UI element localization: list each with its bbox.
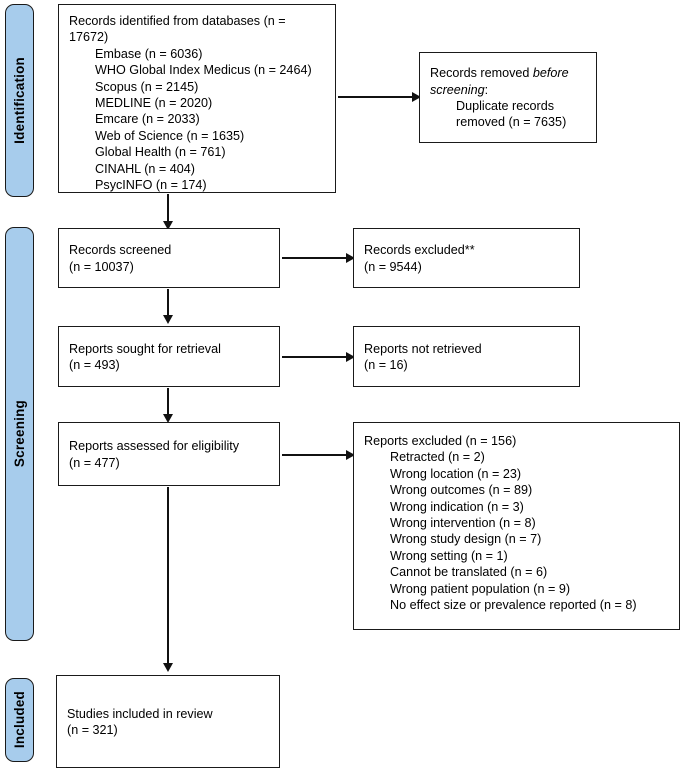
records-screened-heading: Records screened	[69, 243, 172, 258]
source-global-health: Global Health (n = 761)	[95, 145, 226, 160]
source-cinahl: CINAHL (n = 404)	[95, 161, 195, 176]
reports-sought-count: (n = 493)	[69, 358, 120, 372]
duplicate-records-line-2: removed (n = 7635)	[456, 115, 567, 130]
exclusion-reason-wrong-study-design: Wrong study design (n = 7)	[390, 532, 542, 547]
reports-assessed-count: (n = 477)	[69, 455, 120, 470]
exclusion-reason-wrong-patient-population: Wrong patient population (n = 9)	[390, 581, 571, 596]
reports-not-retrieved-heading: Reports not retrieved	[364, 341, 482, 356]
box-records-excluded: Records excluded** (n = 9544)	[353, 228, 580, 288]
arrowhead-assessed-to-included	[162, 663, 173, 672]
exclusion-reason-cannot-be-translated: Cannot be translated (n = 6)	[390, 565, 548, 580]
box-reports-excluded: Reports excluded (n = 156) Retracted (n …	[353, 422, 680, 630]
records-removed-heading-pre: Records removed	[430, 66, 533, 81]
exclusion-reason-no-effect-size: No effect size or prevalence reported (n…	[390, 598, 637, 613]
box-reports-not-retrieved: Reports not retrieved (n = 16)	[353, 326, 580, 387]
stage-tab-identification: Identification	[5, 4, 34, 197]
connector-sought-to-not-retrieved	[282, 356, 348, 358]
arrowhead-sought-to-assessed	[162, 414, 173, 423]
reports-not-retrieved-count: (n = 16)	[364, 358, 408, 372]
stage-label-included: Included	[12, 691, 27, 749]
exclusion-reason-wrong-indication: Wrong indication (n = 3)	[390, 499, 524, 514]
arrowhead-screened-to-sought	[162, 315, 173, 324]
source-medline: MEDLINE (n = 2020)	[95, 96, 213, 111]
source-web-of-science: Web of Science (n = 1635)	[95, 128, 245, 143]
connector-assessed-to-excluded	[282, 454, 348, 456]
connector-screened-to-excluded	[282, 257, 348, 259]
source-embase: Embase (n = 6036)	[95, 46, 203, 61]
connector-identified-to-screened	[167, 194, 169, 224]
reports-assessed-heading: Reports assessed for eligibility	[69, 439, 240, 454]
connector-identified-to-removed	[338, 96, 414, 98]
exclusion-reason-wrong-setting: Wrong setting (n = 1)	[390, 548, 508, 563]
box-reports-assessed: Reports assessed for eligibility (n = 47…	[58, 422, 280, 486]
arrowhead-sought-to-not-retrieved	[346, 351, 355, 362]
records-identified-heading: Records identified from databases (n = 1…	[69, 14, 290, 45]
duplicate-records-line-1: Duplicate records	[456, 99, 554, 113]
reports-excluded-heading: Reports excluded (n = 156)	[364, 434, 517, 448]
source-scopus: Scopus (n = 2145)	[95, 79, 199, 94]
stage-tab-screening: Screening	[5, 227, 34, 641]
source-emcare: Emcare (n = 2033)	[95, 112, 200, 127]
exclusion-reason-retracted: Retracted (n = 2)	[390, 450, 485, 465]
source-psycinfo: PsycINFO (n = 174)	[95, 178, 207, 193]
arrowhead-identified-to-removed	[412, 91, 421, 102]
arrowhead-assessed-to-excluded	[346, 449, 355, 460]
connector-screened-to-sought	[167, 289, 169, 318]
box-records-screened: Records screened (n = 10037)	[58, 228, 280, 288]
connector-sought-to-assessed	[167, 388, 169, 417]
exclusion-reason-wrong-intervention: Wrong intervention (n = 8)	[390, 516, 536, 531]
box-studies-included: Studies included in review (n = 321)	[56, 675, 280, 768]
box-records-identified: Records identified from databases (n = 1…	[58, 4, 336, 193]
records-screened-count: (n = 10037)	[69, 259, 134, 274]
stage-tab-included: Included	[5, 678, 34, 762]
box-reports-sought: Reports sought for retrieval (n = 493)	[58, 326, 280, 387]
studies-included-heading: Studies included in review	[67, 706, 213, 721]
reports-sought-heading: Reports sought for retrieval	[69, 341, 221, 356]
studies-included-count: (n = 321)	[67, 723, 118, 737]
records-excluded-count: (n = 9544)	[364, 259, 422, 274]
arrowhead-screened-to-excluded	[346, 252, 355, 263]
stage-label-identification: Identification	[12, 57, 27, 144]
exclusion-reason-wrong-location: Wrong location (n = 23)	[390, 466, 522, 481]
exclusion-reason-wrong-outcomes: Wrong outcomes (n = 89)	[390, 483, 533, 498]
records-removed-heading: Records removed before screening:	[430, 65, 586, 98]
arrowhead-identified-to-screened	[162, 221, 173, 230]
records-removed-heading-post: :	[484, 82, 489, 97]
stage-label-screening: Screening	[12, 400, 27, 468]
records-removed-heading-italic: before screening	[430, 66, 573, 97]
source-who-global-index-medicus: WHO Global Index Medicus (n = 2464)	[95, 63, 312, 78]
connector-assessed-to-included	[167, 487, 169, 666]
records-excluded-heading: Records excluded**	[364, 243, 475, 258]
box-records-removed-before-screening: Records removed before screening: Duplic…	[419, 52, 597, 143]
